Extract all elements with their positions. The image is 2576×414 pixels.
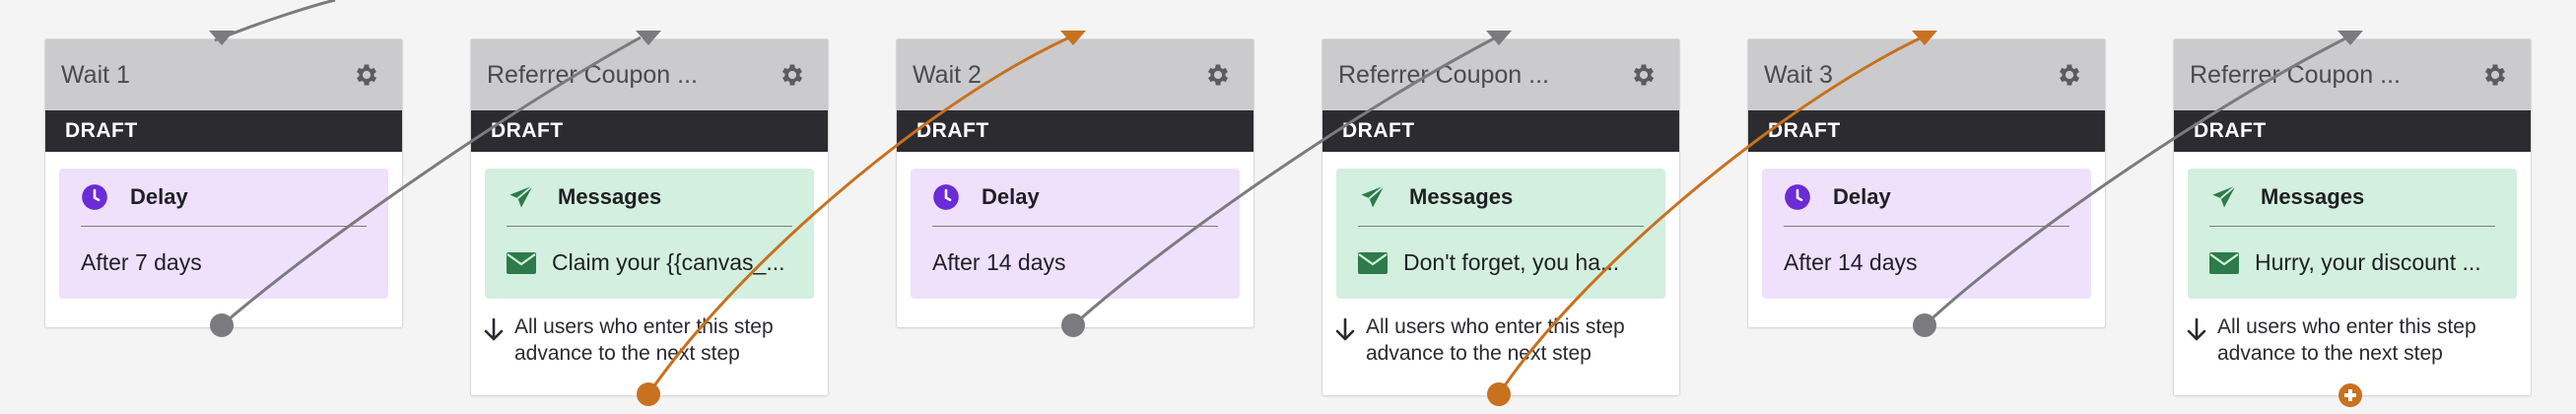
step-card-referrer-coupon-2[interactable]: Referrer Coupon ... DRAFT Messages Don't… — [1322, 38, 1680, 396]
envelope-icon — [1358, 251, 1388, 274]
card-header: Referrer Coupon ... — [2174, 39, 2531, 110]
step-card-wait-3[interactable]: Wait 3 DRAFT Delay After 14 days — [1747, 38, 2106, 328]
status-badge: DRAFT — [471, 110, 828, 152]
box-label: Delay — [982, 184, 1040, 209]
clock-icon — [82, 184, 107, 210]
status-badge: DRAFT — [45, 110, 402, 152]
message-subject: Claim your {{canvas_... — [552, 249, 785, 275]
messages-box[interactable]: Messages Claim your {{canvas_... — [485, 169, 814, 299]
paper-plane-icon — [509, 184, 534, 208]
delay-box[interactable]: Delay After 14 days — [911, 169, 1240, 299]
message-subject: Hurry, your discount ... — [2255, 249, 2481, 275]
clock-icon — [1785, 184, 1810, 210]
advance-text: All users who enter this step advance to… — [1366, 315, 1625, 365]
status-badge: DRAFT — [1322, 110, 1679, 152]
card-header: Wait 2 — [897, 39, 1254, 110]
clock-icon — [933, 184, 959, 210]
paper-plane-icon — [1361, 184, 1386, 208]
message-subject: Don't forget, you ha... — [1403, 249, 1620, 275]
box-label: Messages — [1409, 184, 1514, 209]
envelope-icon — [2209, 251, 2239, 274]
delay-box[interactable]: Delay After 7 days — [59, 169, 388, 299]
step-card-referrer-coupon-3[interactable]: Referrer Coupon ... DRAFT Messages Hurry… — [2173, 38, 2532, 396]
card-header: Wait 3 — [1748, 39, 2105, 110]
advance-info: All users who enter this step advance to… — [1334, 313, 1669, 367]
box-label: Delay — [130, 184, 188, 209]
delay-detail: After 14 days — [1784, 249, 1918, 275]
connector-line-incoming — [214, 0, 336, 42]
card-header: Wait 1 — [45, 39, 402, 110]
gear-icon[interactable] — [2481, 61, 2509, 89]
step-title: Wait 3 — [1764, 60, 1833, 89]
advance-text: All users who enter this step advance to… — [514, 315, 774, 365]
status-badge: DRAFT — [897, 110, 1254, 152]
step-card-wait-2[interactable]: Wait 2 DRAFT Delay After 14 days — [896, 38, 1254, 328]
divider — [2209, 226, 2495, 227]
step-title: Referrer Coupon ... — [487, 60, 698, 89]
card-header: Referrer Coupon ... — [1322, 39, 1679, 110]
gear-icon[interactable] — [779, 61, 806, 89]
arrow-down-icon — [1335, 317, 1355, 341]
step-card-wait-1[interactable]: Wait 1 DRAFT Delay After 7 days — [44, 38, 403, 328]
delay-detail: After 7 days — [81, 249, 202, 275]
delay-detail: After 14 days — [932, 249, 1066, 275]
delay-box[interactable]: Delay After 14 days — [1762, 169, 2091, 299]
card-header: Referrer Coupon ... — [471, 39, 828, 110]
step-title: Wait 1 — [61, 60, 130, 89]
status-badge: DRAFT — [2174, 110, 2531, 152]
box-label: Messages — [558, 184, 662, 209]
messages-box[interactable]: Messages Don't forget, you ha... — [1336, 169, 1665, 299]
step-title: Referrer Coupon ... — [2190, 60, 2401, 89]
envelope-icon — [507, 251, 536, 274]
arrow-down-icon — [484, 317, 504, 341]
advance-info: All users who enter this step advance to… — [483, 313, 818, 367]
advance-text: All users who enter this step advance to… — [2217, 315, 2476, 365]
box-label: Delay — [1833, 184, 1891, 209]
gear-icon[interactable] — [2056, 61, 2083, 89]
gear-icon[interactable] — [1204, 61, 1232, 89]
messages-box[interactable]: Messages Hurry, your discount ... — [2188, 169, 2517, 299]
advance-info: All users who enter this step advance to… — [2186, 313, 2521, 367]
box-label: Messages — [2261, 184, 2365, 209]
gear-icon[interactable] — [1630, 61, 1658, 89]
step-title: Referrer Coupon ... — [1338, 60, 1549, 89]
arrow-down-icon — [2187, 317, 2206, 341]
status-badge: DRAFT — [1748, 110, 2105, 152]
paper-plane-icon — [2212, 184, 2237, 208]
step-card-referrer-coupon-1[interactable]: Referrer Coupon ... DRAFT Messages Claim… — [470, 38, 829, 396]
step-title: Wait 2 — [913, 60, 982, 89]
gear-icon[interactable] — [353, 61, 380, 89]
